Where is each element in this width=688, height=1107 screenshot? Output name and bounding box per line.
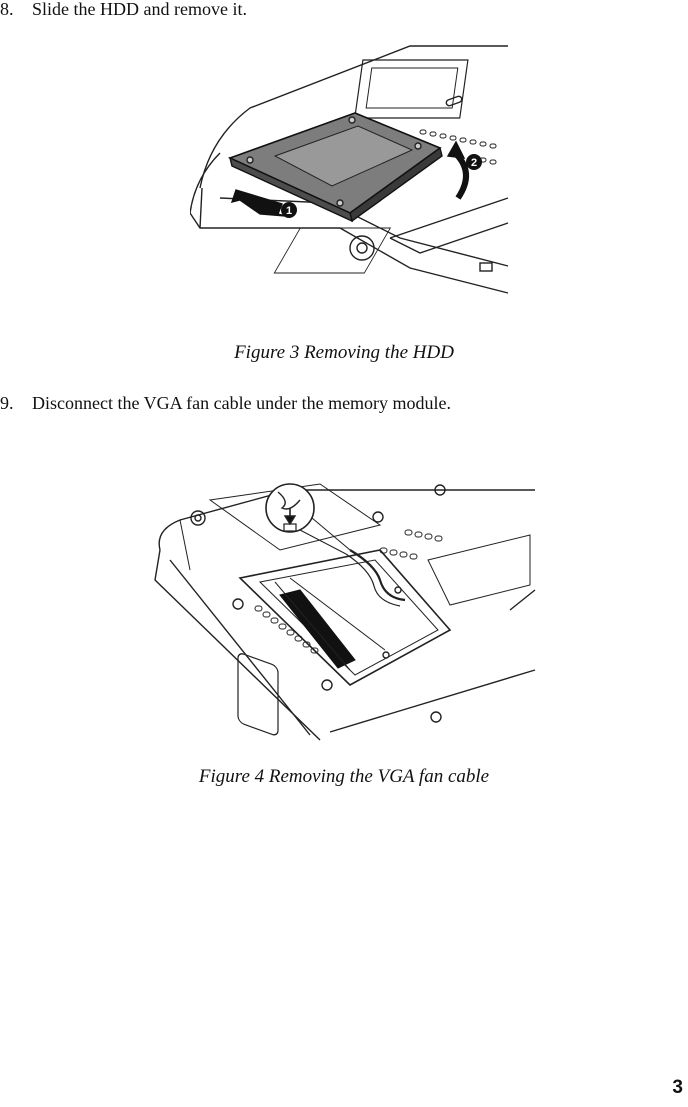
slide-arrow [230,189,287,217]
callout-2: 2 [466,154,482,170]
vent-slots [254,529,443,654]
callout-1-label: 1 [286,205,292,217]
memory-bay [238,549,452,686]
step-text: Slide the HDD and remove it. [32,0,247,19]
figure-3-caption: Figure 3 Removing the HDD [234,342,454,363]
figure-4-caption: Figure 4 Removing the VGA fan cable [198,766,490,787]
callout-2-label: 2 [471,157,477,169]
figure-3-hdd-illustration: 1 2 [190,45,509,294]
fan-cable [349,549,406,602]
step-text: Disconnect the VGA fan cable under the m… [32,393,452,413]
zoom-callout [265,483,351,555]
page-number: 3 [672,1077,683,1098]
step-number: 9. [0,393,14,413]
callout-1: 1 [281,202,297,218]
step-number: 8. [0,0,14,19]
figure-4-vga-cable-illustration [154,483,536,741]
hdd-unit [227,112,443,223]
